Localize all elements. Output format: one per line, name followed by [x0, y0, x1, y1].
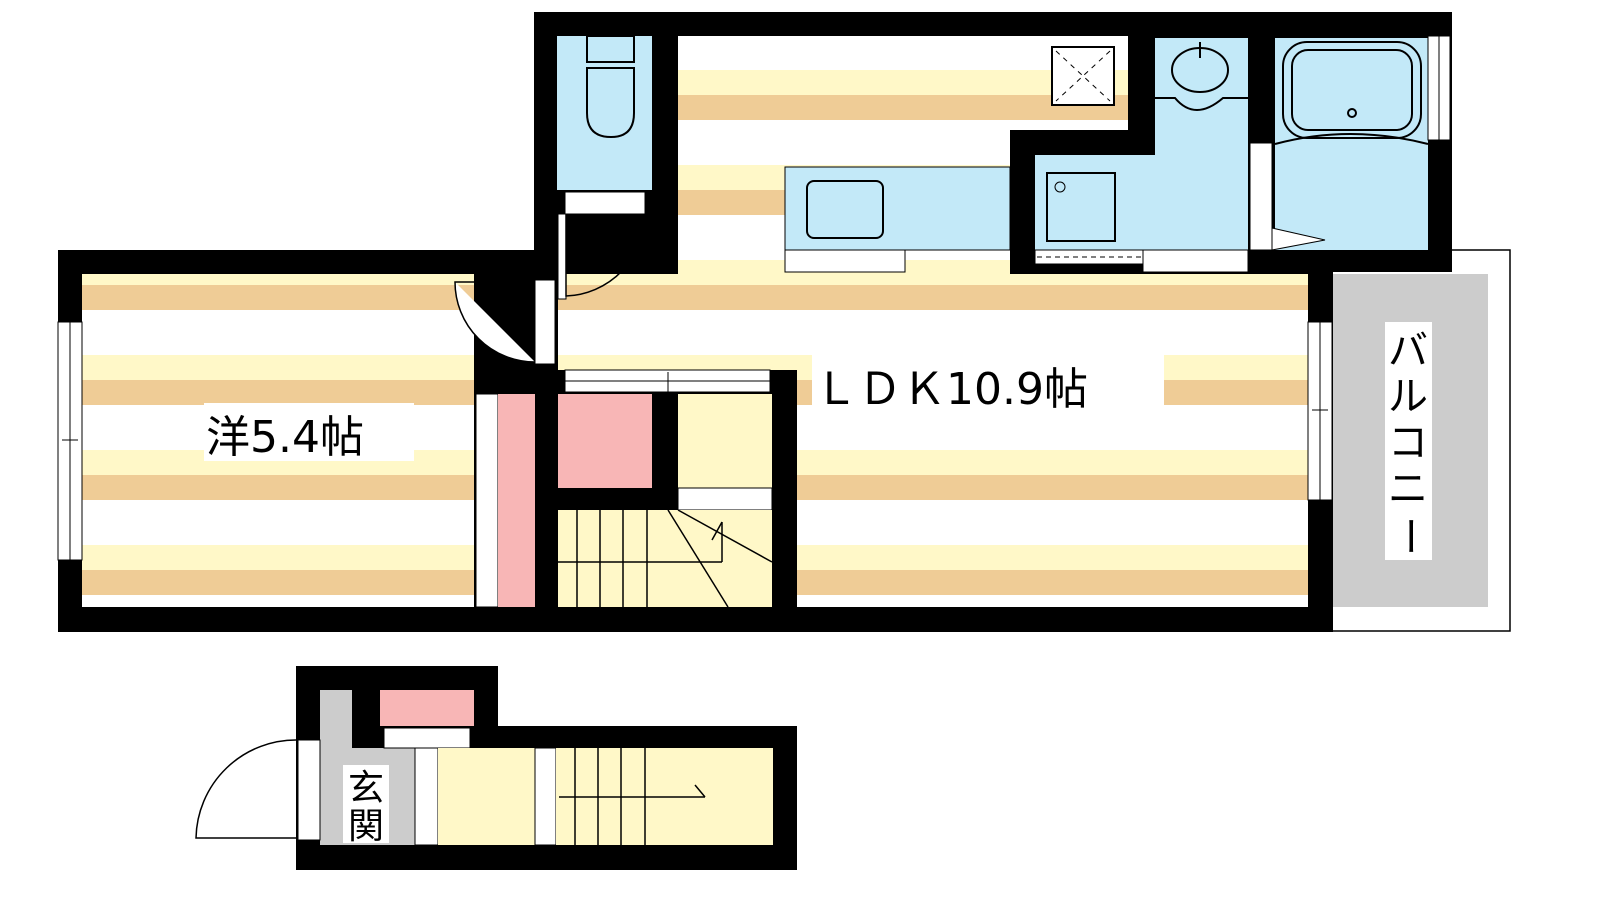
western-room-door[interactable] — [454, 281, 536, 363]
toilet-door[interactable] — [565, 213, 646, 297]
washing-machine-icon — [1046, 172, 1116, 242]
stair-lines — [558, 509, 773, 608]
svg-text:ル: ル — [1388, 374, 1428, 420]
entrance-door[interactable] — [195, 739, 299, 839]
ventilation-icon — [1051, 46, 1115, 106]
storage — [558, 394, 652, 488]
stair-landing — [678, 394, 772, 488]
shoe-storage — [380, 690, 474, 726]
balcony-label-bg — [1385, 322, 1432, 560]
bathroom — [1275, 38, 1428, 250]
hall — [438, 748, 535, 845]
stairs-up — [558, 510, 772, 607]
washroom-door[interactable] — [1034, 249, 1144, 265]
ldk-label: ＬＤＫ10.9帖 — [814, 364, 1088, 415]
svg-text:コ: コ — [1388, 420, 1428, 466]
entrance-door-frame — [297, 739, 321, 841]
balcony-label: バ ル コ ニ ー — [1386, 328, 1432, 556]
bath-door[interactable] — [1249, 142, 1273, 251]
svg-text:関: 関 — [348, 806, 384, 847]
svg-text:ー: ー — [1386, 516, 1432, 556]
closet-door — [475, 393, 499, 608]
washbasin-icon — [1155, 42, 1248, 111]
western-door-frame — [534, 279, 556, 365]
closet — [498, 394, 535, 607]
svg-text:玄: 玄 — [348, 768, 384, 809]
washroom-upper — [1155, 38, 1248, 155]
western-room-label: 洋5.4帖 — [206, 412, 364, 463]
entrance-label: 玄 関 — [348, 768, 384, 847]
counter-edge — [784, 249, 906, 273]
toilet-room — [557, 36, 652, 190]
bathtub-icon — [1274, 41, 1429, 145]
stair-lines-lower — [559, 748, 706, 845]
kitchen-sink-icon — [806, 180, 884, 239]
stair-step — [677, 487, 773, 511]
washroom — [1035, 155, 1248, 250]
svg-text:ニ: ニ — [1388, 466, 1428, 512]
ldk-floor — [558, 274, 1308, 370]
toilet-door-frame — [564, 191, 646, 215]
toilet-icon — [586, 35, 635, 139]
svg-text:バ: バ — [1388, 328, 1428, 374]
